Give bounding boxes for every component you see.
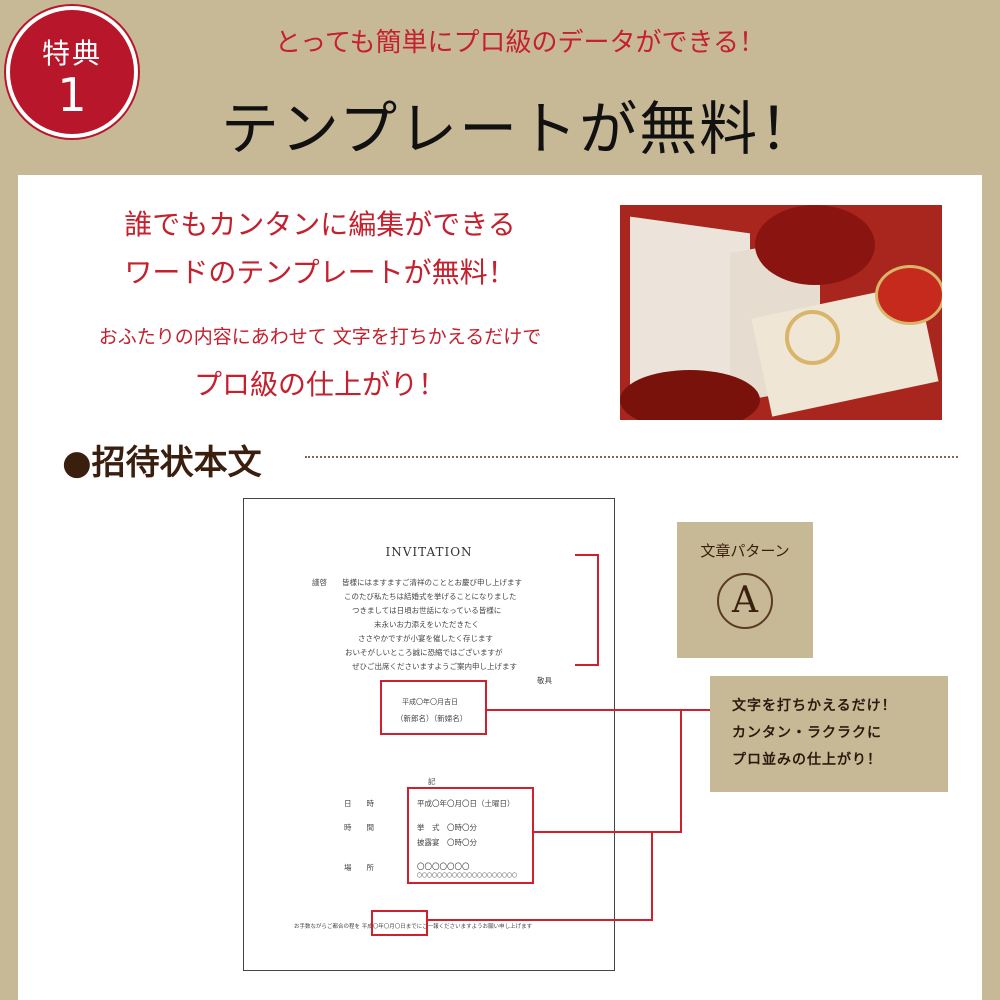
header-subtitle: とっても簡単にプロ級のデータができる！ (274, 28, 766, 58)
dotted-divider (305, 456, 958, 458)
doc-body-line: 皆様にはますますご清祥のこととお慶び申し上げます (342, 578, 522, 587)
intro-line-2: ワードのテンプレートが無料！ (124, 256, 516, 289)
doc-row-value: 平成〇年〇月〇日（土曜日） (417, 799, 515, 808)
doc-date: 平成〇年〇月吉日 (402, 698, 458, 706)
pattern-letter: A (717, 573, 773, 629)
doc-body-line: つきましては日頃お世話になっている皆様に (352, 606, 502, 615)
note-line-1: 文字を打ちかえるだけ！ (732, 698, 897, 714)
intro-line-3: おふたりの内容にあわせて 文字を打ちかえるだけで (98, 326, 542, 348)
doc-row-value: 〇〇〇〇〇〇〇〇〇〇〇〇〇〇〇〇〇〇〇〇 (417, 873, 518, 879)
doc-row-label: 日 時 (344, 799, 374, 808)
section-title: ●招待状本文 (62, 443, 262, 483)
badge-label: 特典 (41, 37, 102, 70)
pattern-label: 文章パターン (700, 542, 790, 560)
doc-row-value: 〇〇〇〇〇〇〇 (417, 862, 470, 871)
note-line-2: カンタン・ラクラクに (732, 725, 882, 741)
note-box: 文字を打ちかえるだけ！ カンタン・ラクラクに プロ並みの仕上がり！ (710, 676, 948, 792)
header-title: テンプレートが無料！ (220, 95, 820, 163)
doc-row-value: 挙 式 〇時〇分 (417, 823, 477, 832)
doc-heading: INVITATION (385, 545, 473, 559)
doc-body-line: このたび私たちは結婚式を挙げることになりました (344, 592, 517, 601)
doc-row-label: 場 所 (344, 863, 374, 872)
doc-row-value: 披露宴 〇時〇分 (417, 838, 477, 847)
intro-line-1: 誰でもカンタンに編集ができる (124, 208, 516, 241)
doc-body-line: おいそがしいところ誠に恐縮ではございますが (345, 648, 503, 657)
doc-ki: 記 (428, 777, 436, 786)
doc-body-line: ぜひご出席くださいますようご案内申し上げます (352, 662, 517, 671)
pattern-box: 文章パターン A (677, 522, 813, 658)
doc-footer: お手数ながらご都合の程を 平成〇年〇月〇日までにご一報くださいますようお願い申し… (294, 924, 533, 930)
invitation-photo (620, 205, 942, 420)
doc-closing: 敬具 (537, 676, 552, 685)
doc-body-line: 末永いお力添えをいただきたく (374, 620, 479, 629)
doc-salutation: 謹啓 (312, 578, 327, 587)
benefit-badge: 特典 1 (6, 6, 138, 138)
doc-names: （新郎名）（新婦名） (396, 714, 468, 723)
intro-line-4: プロ級の仕上がり！ (193, 368, 446, 401)
doc-body-line: ささやかですが小宴を催したく存じます (358, 634, 493, 643)
badge-number: 1 (57, 68, 87, 122)
doc-row-label: 時 間 (344, 823, 374, 832)
note-line-3: プロ並みの仕上がり！ (732, 752, 882, 768)
